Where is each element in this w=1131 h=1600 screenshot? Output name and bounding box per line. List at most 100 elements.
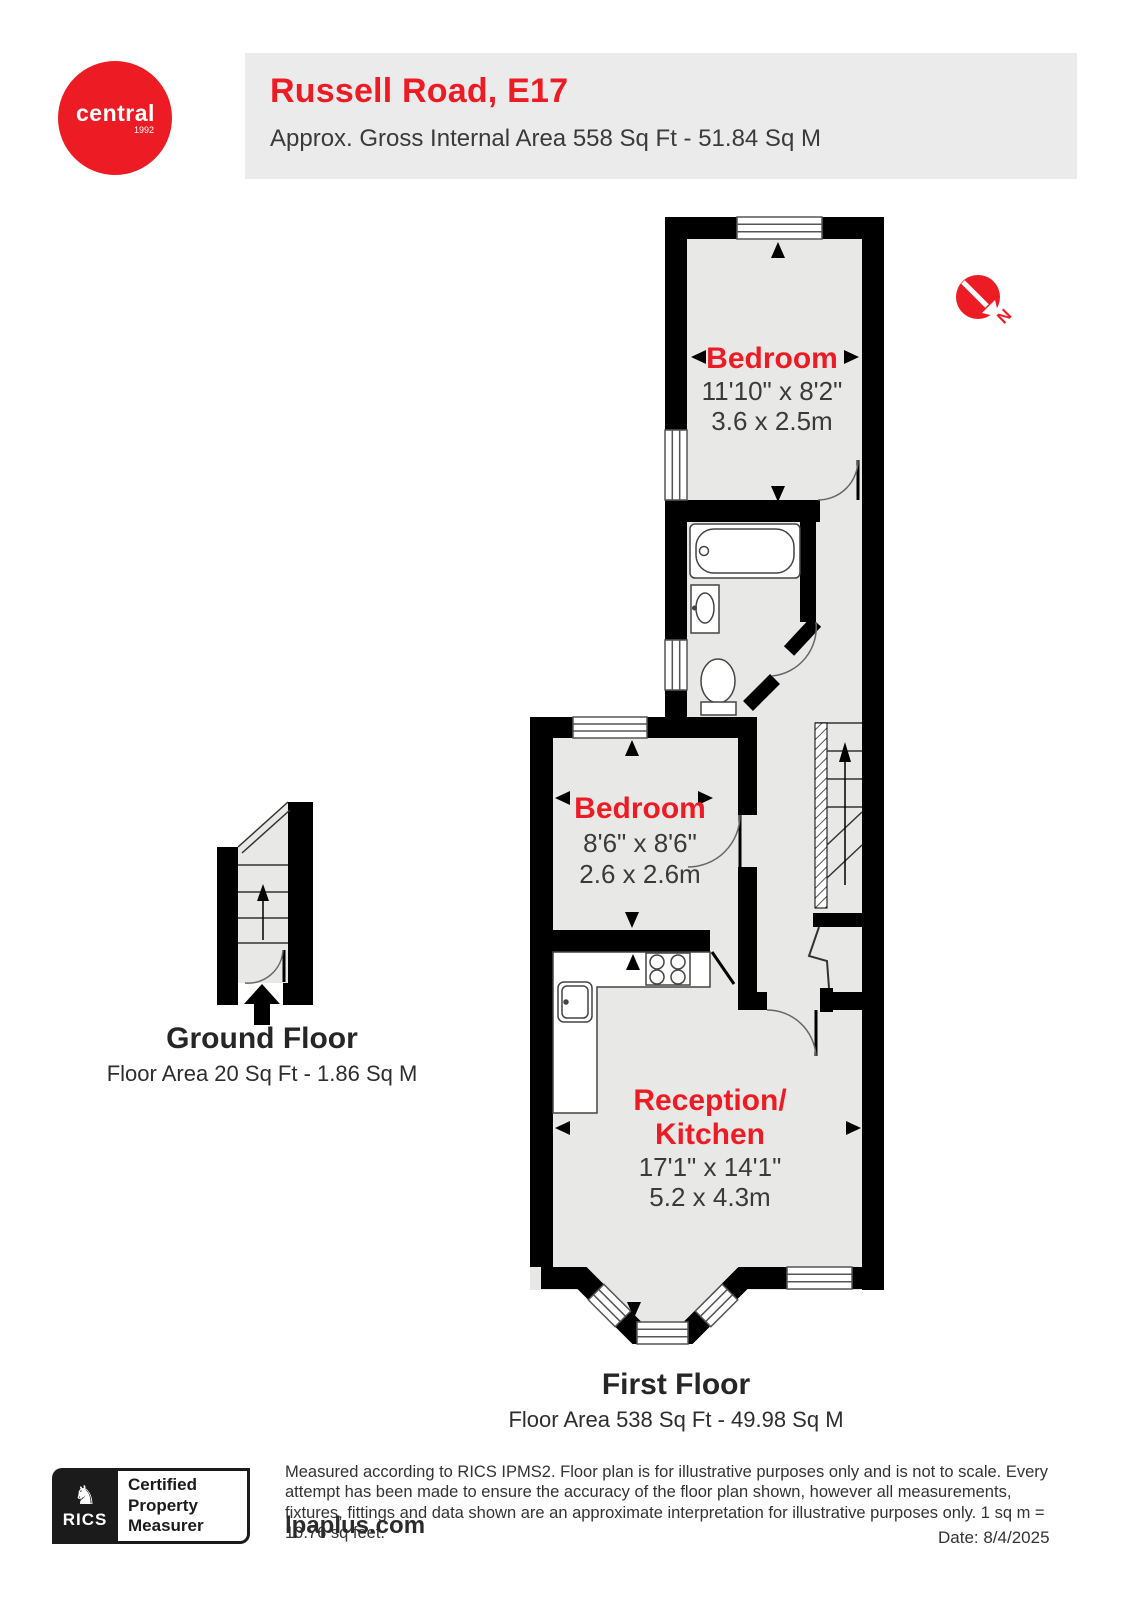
gf-stairs-up-arrow: [257, 884, 269, 901]
gf-wall-left: [217, 847, 238, 1005]
bedroom1-top-window: [736, 216, 823, 240]
bay-window-right: [694, 1283, 739, 1328]
reception-arrow-right: [846, 1121, 861, 1135]
compass-arrow-shaft: [961, 280, 989, 308]
first-floor-caption: First Floor Floor Area 538 Sq Ft - 49.98…: [450, 1368, 902, 1433]
header-band: [245, 53, 1077, 179]
website-text: lpaplus.com: [285, 1512, 426, 1539]
cupboard-bifold-door: [807, 926, 830, 989]
bathroom-door-leaf: [783, 617, 822, 656]
compass-arrow-head: [982, 300, 999, 317]
first-floor-title: First Floor: [601, 1368, 751, 1401]
reception-arrow-up: [626, 954, 640, 970]
bay-window-left: [587, 1283, 632, 1328]
bedroom1-arrow-right: [844, 350, 859, 364]
bedroom1-arrow-left: [691, 350, 706, 364]
reception-imperial: 17'1" x 14'1": [639, 1152, 782, 1182]
page-subtitle: Approx. Gross Internal Area 558 Sq Ft - …: [270, 125, 821, 152]
wall-under-stairs: [813, 913, 862, 927]
kitchen-fixtures: [552, 951, 711, 1114]
bedroom1-arrow-up: [771, 242, 785, 258]
bedroom1-door: [817, 459, 860, 501]
gf-wall-stub: [283, 983, 293, 1005]
rics-logo: ♞ RICS: [52, 1468, 118, 1544]
logo-brand-text: central: [76, 99, 155, 126]
wall-right: [862, 217, 884, 1290]
doors: [687, 459, 860, 1057]
reception-rear-window: [786, 1266, 853, 1290]
wall-hall-bottom-left: [738, 992, 767, 1010]
badge-line-1: Certified: [128, 1474, 197, 1494]
wall-bedroom1-bottom: [687, 500, 820, 522]
toilet: [700, 658, 737, 716]
bedroom1-imperial: 11'10" x 8'2": [702, 376, 843, 406]
wall-kitchen-top: [553, 930, 710, 952]
stairs-up-arrow: [839, 742, 851, 762]
ground-floor-plan: [217, 801, 313, 1025]
first-floor-plan: Bedroom 11'10" x 8'2" 3.6 x 2.5m Bedroom…: [530, 216, 884, 1345]
bedroom1-arrow-down: [771, 486, 785, 502]
badge-line-3: Measurer: [128, 1516, 204, 1536]
gf-wall-right: [288, 802, 313, 1005]
stair-stringer-hatch: [814, 722, 828, 909]
rics-lion-icon: ♞: [73, 1480, 97, 1510]
page-title: Russell Road, E17: [270, 72, 569, 110]
bedroom2-metric: 2.6 x 2.6m: [579, 859, 700, 889]
bathroom-door-arc: [771, 621, 818, 677]
reception-label-line1: Reception/: [633, 1084, 787, 1117]
wall-bathroom-diagonal-stub: [743, 674, 780, 711]
bedroom2-arrow-up: [625, 740, 639, 756]
disclaimer-text: Measured according to RICS IPMS2. Floor …: [285, 1463, 1049, 1542]
bedroom2-arrow-left: [555, 791, 570, 805]
wall-bedroom2-right-lower: [738, 867, 757, 992]
ground-floor-caption: Ground Floor Floor Area 20 Sq Ft - 1.86 …: [57, 1022, 467, 1087]
windows: [572, 216, 853, 1345]
bay-window-center: [636, 1321, 689, 1345]
wall-bedroom2-top-left: [530, 717, 573, 738]
bedroom2-arrow-down: [625, 912, 639, 928]
logo-year-text: 1992: [133, 124, 154, 135]
first-floor-area-text: Floor Area 538 Sq Ft - 49.98 Sq M: [508, 1407, 844, 1432]
reception-label-line2: Kitchen: [655, 1118, 765, 1151]
wall-bathroom-hall: [800, 522, 816, 622]
reception-arrow-down: [627, 1302, 641, 1318]
rics-certification-badge: ♞ RICS Certified Property Measurer: [52, 1468, 250, 1544]
bedroom2-arrow-right: [698, 791, 713, 805]
ground-floor-area-text: Floor Area 20 Sq Ft - 1.86 Sq M: [106, 1061, 418, 1086]
upper-floor-area: [665, 217, 884, 738]
ground-floor-title: Ground Floor: [166, 1022, 358, 1055]
bedroom2-door: [687, 814, 742, 868]
rics-org-label: RICS: [62, 1510, 108, 1529]
wall-door-stub: [820, 988, 833, 1012]
room-labels: Bedroom 11'10" x 8'2" 3.6 x 2.5m Bedroom…: [574, 342, 842, 1212]
wall-left-mid: [665, 500, 687, 640]
bedroom2-label: Bedroom: [574, 792, 706, 825]
bedroom2-top-window: [572, 716, 648, 739]
washbasin: [690, 584, 720, 634]
wall-left-lower: [530, 738, 553, 1267]
gf-entrance-door: [244, 949, 286, 984]
badge-line-2: Property: [128, 1495, 198, 1515]
bathroom-fixtures: [689, 523, 801, 716]
dimension-arrows: [555, 242, 861, 1318]
bathroom-side-window: [664, 639, 688, 691]
central-logo-text: central 1992: [76, 99, 155, 135]
hob: [645, 952, 691, 986]
wall-bedroom2-top-right: [647, 717, 757, 738]
bedroom1-metric: 3.6 x 2.5m: [711, 406, 832, 436]
ground-staircase: [237, 801, 291, 984]
bedroom1-side-window: [664, 429, 688, 501]
staircase-first-floor: [814, 722, 863, 909]
compass: N: [956, 275, 1015, 327]
bathtub: [689, 523, 801, 579]
reception-door: [766, 1009, 818, 1057]
central-logo: central 1992: [58, 61, 172, 175]
reception-metric: 5.2 x 4.3m: [649, 1182, 770, 1212]
wall-hall-bottom-right: [833, 992, 862, 1010]
rics-badge-text: Certified Property Measurer: [118, 1468, 250, 1544]
bedroom1-label: Bedroom: [706, 342, 838, 375]
kitchen-sink: [557, 981, 593, 1023]
walls: [530, 217, 884, 1290]
reception-arrow-left: [555, 1121, 570, 1135]
